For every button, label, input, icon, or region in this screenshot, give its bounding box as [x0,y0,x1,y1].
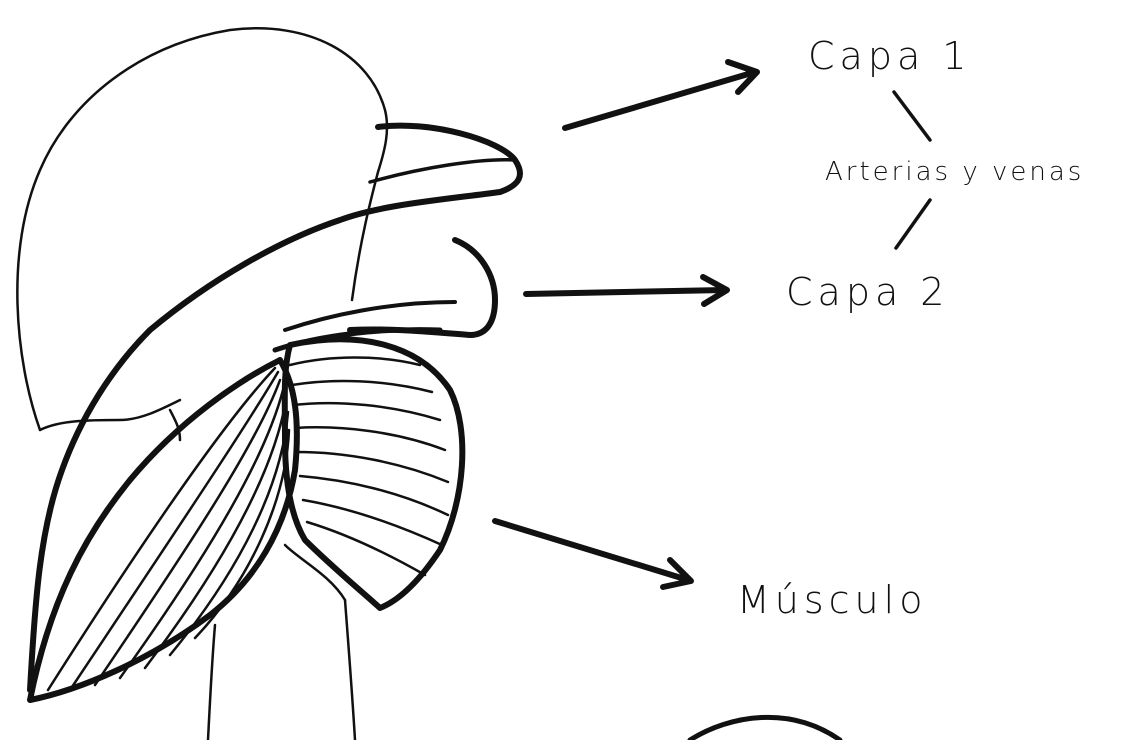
stem-right [345,600,355,740]
connector-capa1-arterias [894,92,930,140]
arrow-to-musculo [495,521,691,587]
label-arterias-y-venas: Arterias y venas [825,157,1084,187]
capa1-inner-line [40,400,180,430]
bottom-partial-curve [690,717,840,740]
capa2-inner [285,302,455,330]
label-musculo: Músculo [737,578,927,622]
muscle-spindle-outline [30,360,297,700]
capa1-dome-outline [17,28,387,430]
arrow-to-capa2 [526,277,727,304]
stem-left [208,625,215,740]
arrow-to-capa1 [565,62,757,128]
label-capa-1: Capa 1 [808,34,971,78]
connector-arterias-capa2 [896,200,930,248]
label-capa-2: Capa 2 [786,270,949,314]
capa1-visor-edge [370,160,515,182]
muscle-fan-striations [290,358,448,576]
muscle-fan-outline [285,339,463,608]
capa2-outline [350,240,495,335]
